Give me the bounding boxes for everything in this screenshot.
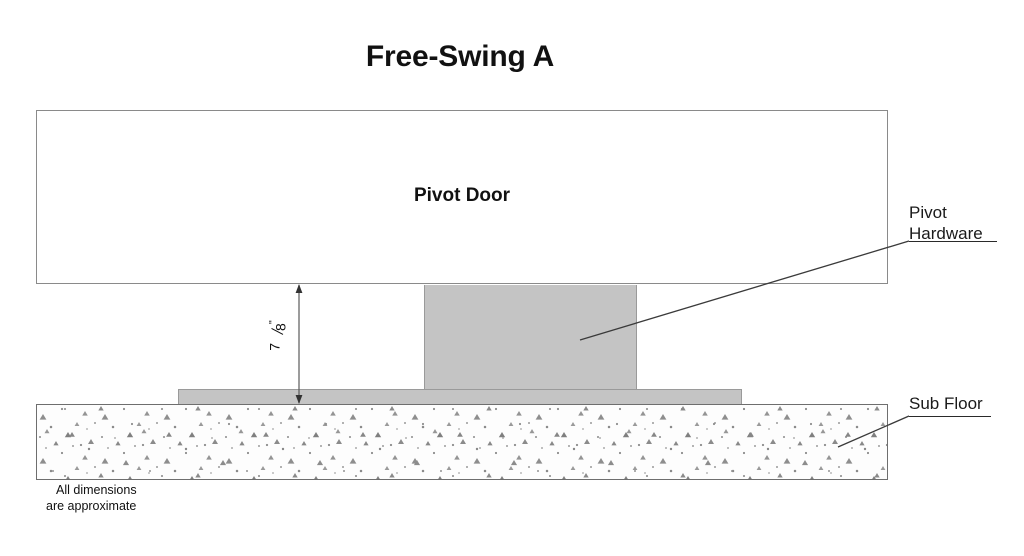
note-line1: All dimensions — [56, 483, 137, 497]
fraction-numerator: 7 — [266, 342, 283, 351]
dimension-line-7-8 — [295, 284, 303, 404]
concrete-hatch-pattern — [37, 405, 887, 479]
fraction-seven-eighths: 78" — [266, 317, 289, 351]
inch-mark: " — [267, 320, 280, 325]
pivot-hardware-callout-line1: Pivot — [909, 203, 947, 222]
pivot-hardware-underline — [909, 241, 997, 242]
note-line2: are approximate — [46, 499, 137, 513]
sub-floor-underline — [909, 416, 991, 417]
dimension-label: 78" — [266, 314, 289, 354]
approximation-note: All dimensions are approximate — [46, 482, 137, 514]
sub-floor-callout: Sub Floor — [909, 393, 983, 414]
pivot-hardware-callout: Pivot Hardware — [909, 202, 983, 244]
pivot-hardware-column — [424, 285, 637, 390]
sub-floor-shape — [36, 404, 888, 480]
sub-floor-callout-line1: Sub Floor — [909, 394, 983, 413]
pivot-hardware-callout-line2: Hardware — [909, 224, 983, 243]
page-title: Free-Swing A — [365, 40, 555, 73]
pivot-door-label: Pivot Door — [413, 185, 511, 206]
pivot-hardware-base-plate — [178, 389, 742, 405]
